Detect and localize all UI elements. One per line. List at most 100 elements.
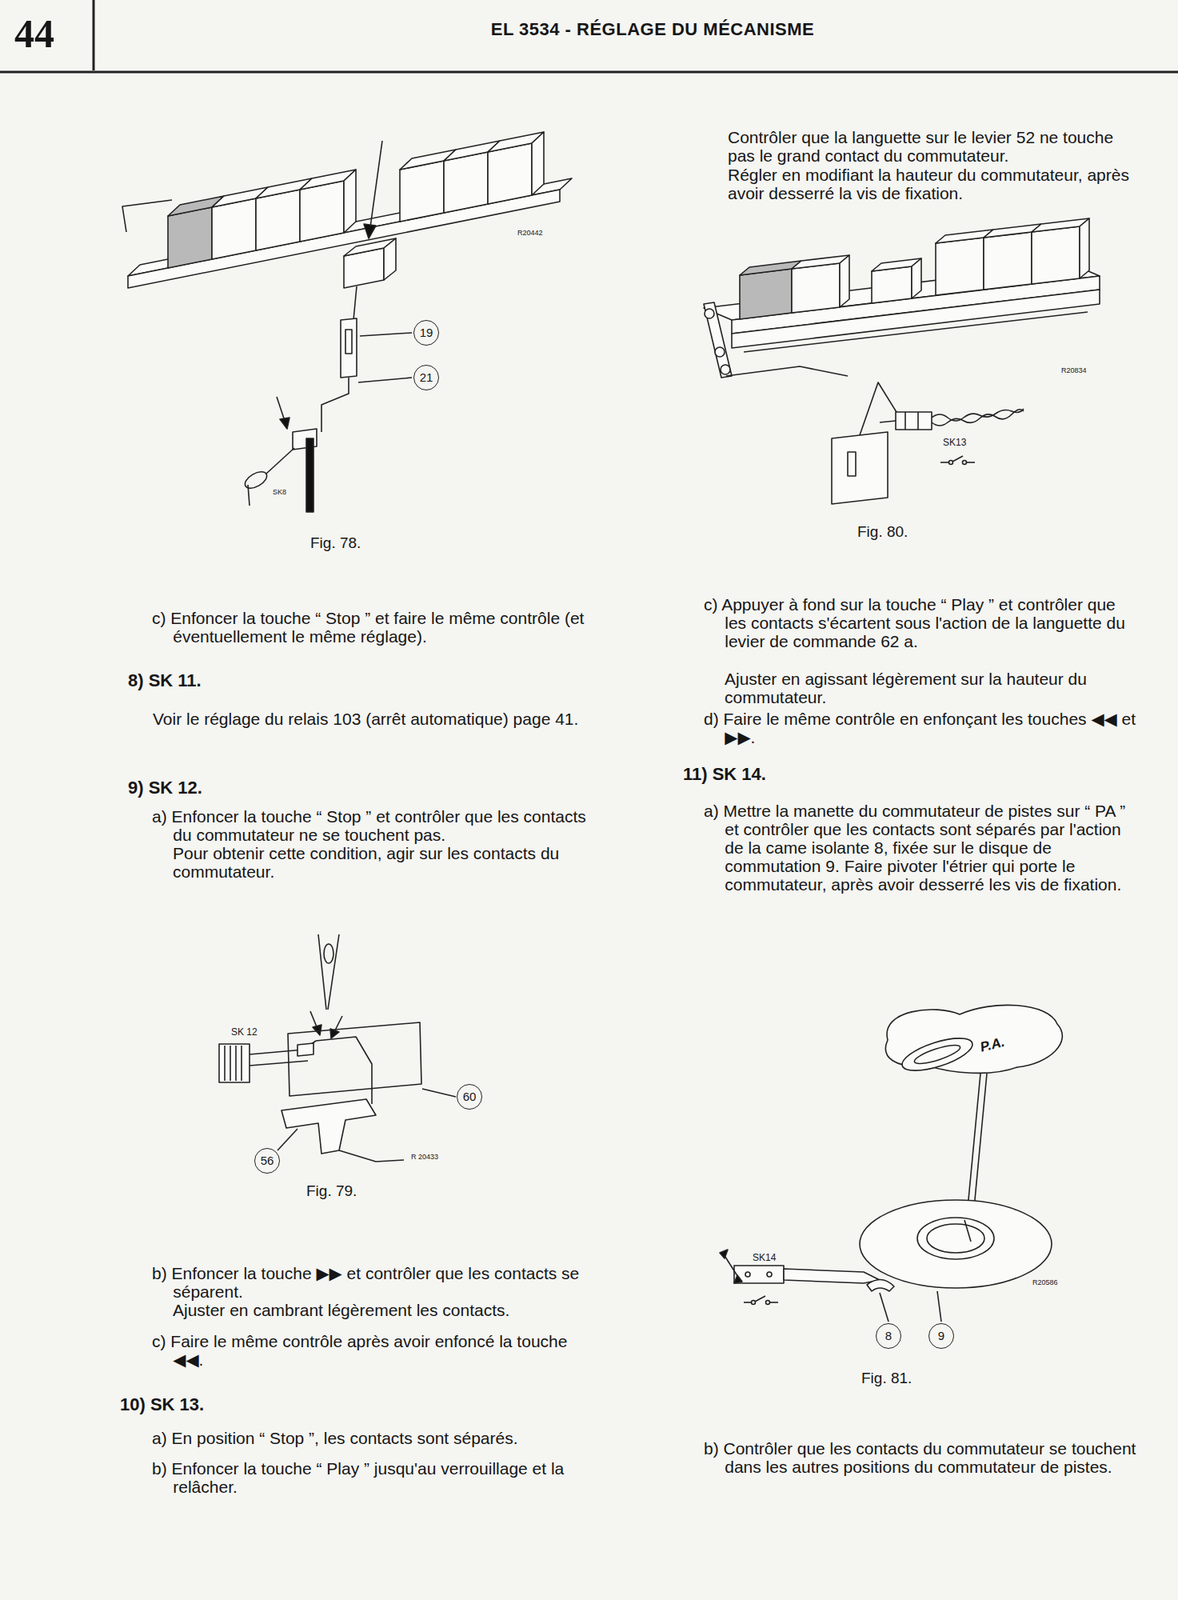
- fig80-drawing: [935, 237, 984, 296]
- instruction-text: d) Faire le même contrôle en enfonçant l…: [703, 709, 1140, 747]
- instruction-text: Ajuster en cambrant légèrement les conta…: [172, 1300, 597, 1319]
- fig80-drawing: [739, 268, 792, 320]
- fig79-drawing: [240, 1045, 243, 1081]
- fig79-drawing: [219, 934, 456, 1162]
- header-rule: [0, 0, 1178, 72]
- fig80-drawing: [895, 411, 932, 430]
- fig81-drawing: [879, 1292, 889, 1322]
- callout-number: 21: [413, 364, 440, 391]
- fig79-drawing: [249, 1060, 308, 1066]
- drawing-reference: R20586: [1031, 1277, 1059, 1287]
- relay-bank: [487, 143, 532, 204]
- fig80-drawing: [917, 411, 919, 430]
- callout-text: 60: [463, 1090, 477, 1103]
- fig80-drawing: [931, 408, 1024, 421]
- fig79-drawing: [235, 1045, 237, 1081]
- fig81-drawing: [766, 1300, 771, 1305]
- relay-bank: [211, 198, 256, 260]
- fig78-drawing: [340, 318, 357, 378]
- fig79-drawing: [323, 943, 334, 963]
- fig79-drawing: [318, 934, 327, 1010]
- callout-text: 8: [885, 1329, 892, 1342]
- fig81-drawing: [745, 1271, 751, 1277]
- fig78-drawing: [353, 286, 357, 320]
- relay-bank: [399, 160, 444, 222]
- fig78-drawing: [321, 377, 349, 432]
- header-rule: [0, 71, 1178, 74]
- fig79-drawing: [229, 1045, 232, 1081]
- fig80-drawing: [703, 218, 1100, 504]
- fig80-drawing: [704, 308, 715, 319]
- fig80-drawing: [911, 258, 922, 299]
- drawing-reference: R20834: [1060, 366, 1088, 376]
- relay-bank: [255, 189, 300, 251]
- switch-name: SK14: [751, 1251, 777, 1263]
- fig80-drawing: [904, 411, 907, 430]
- figure-caption: Fig. 79.: [306, 1181, 357, 1200]
- fig81-drawing: [723, 1253, 739, 1278]
- callout-text: 19: [419, 326, 434, 340]
- callout-number: 56: [254, 1147, 280, 1174]
- fig81-drawing: [783, 1268, 880, 1283]
- page-title: EL 3534 - RÉGLAGE DU MÉCANISME: [491, 19, 815, 40]
- fig78-drawing: [276, 396, 285, 421]
- relay-bank: [127, 131, 572, 288]
- fig81-drawing: [917, 1217, 995, 1259]
- page-number: 44: [14, 11, 55, 56]
- section-heading: 9) SK 12.: [127, 777, 203, 799]
- fig79-drawing: [287, 1022, 422, 1096]
- fig79-drawing: [223, 1045, 226, 1081]
- callout-number: 8: [875, 1322, 902, 1349]
- instruction-text: b) Enfoncer la touche “ Play ” jusqu'au …: [151, 1458, 596, 1496]
- section-heading: 11) SK 14.: [682, 763, 767, 785]
- instruction-text: c) Faire le même contrôle après avoir en…: [151, 1331, 596, 1369]
- fig81-drawing: [926, 1223, 985, 1253]
- callout-text: 21: [419, 371, 434, 384]
- fig78-drawing: [363, 223, 376, 239]
- fig79-drawing: [327, 934, 340, 1010]
- callout-number: 60: [456, 1083, 483, 1110]
- fig81-drawing: [719, 1004, 1063, 1322]
- callout-number: 9: [928, 1322, 955, 1349]
- fig80-drawing: [839, 255, 850, 308]
- fig80-drawing: [714, 347, 725, 357]
- instruction-text: Ajuster en agissant légèrement sur la ha…: [724, 669, 1141, 707]
- fig80-drawing: [940, 461, 949, 464]
- fig81-drawing: [719, 1249, 728, 1258]
- fig78-drawing: [383, 238, 396, 280]
- fig79-drawing: [315, 1036, 372, 1104]
- fig81-drawing: [964, 1219, 971, 1242]
- fig81-drawing: [734, 1265, 784, 1283]
- fig80-drawing: [962, 460, 967, 465]
- figure-caption: Fig. 78.: [310, 534, 361, 552]
- fig81-drawing: [912, 1041, 962, 1067]
- instruction-text: Contrôler que la languette sur le levier…: [727, 127, 1140, 165]
- instruction-text: Voir le réglage du relais 103 (arrêt aut…: [152, 709, 593, 728]
- instruction-text: Pour obtenir cette condition, agir sur l…: [172, 843, 597, 881]
- fig79-drawing: [339, 1150, 404, 1162]
- fig80-drawing: [1079, 218, 1090, 279]
- fig78-drawing: [306, 438, 314, 512]
- fig80-drawing: [1031, 226, 1080, 284]
- figure-caption: Fig. 80.: [857, 523, 908, 541]
- drawing-reference: R20442: [516, 228, 544, 238]
- instruction-text: c) Enfoncer la touche “ Stop ” et faire …: [151, 608, 596, 646]
- fig78-drawing: [247, 484, 250, 506]
- fig81-drawing: [770, 1301, 779, 1303]
- instruction-text: Régler en modifiant la hauteur du commut…: [727, 165, 1140, 203]
- callout-number: 19: [413, 319, 440, 346]
- fig78-drawing: [122, 199, 172, 232]
- fig80-drawing: [983, 231, 1032, 290]
- fig80-drawing: [966, 461, 975, 464]
- fig78-drawing: [359, 332, 412, 336]
- relay-bank: [531, 131, 544, 196]
- fig80-drawing: [791, 263, 840, 313]
- fig80-drawing: [879, 420, 896, 423]
- fig80-drawing: [931, 409, 1024, 426]
- fig78-drawing: [358, 377, 412, 383]
- drawing-reference: R 20433: [410, 1152, 440, 1162]
- fig81-drawing: [859, 1199, 1052, 1288]
- fig80-drawing: [847, 451, 856, 476]
- fig78-drawing: [122, 131, 572, 512]
